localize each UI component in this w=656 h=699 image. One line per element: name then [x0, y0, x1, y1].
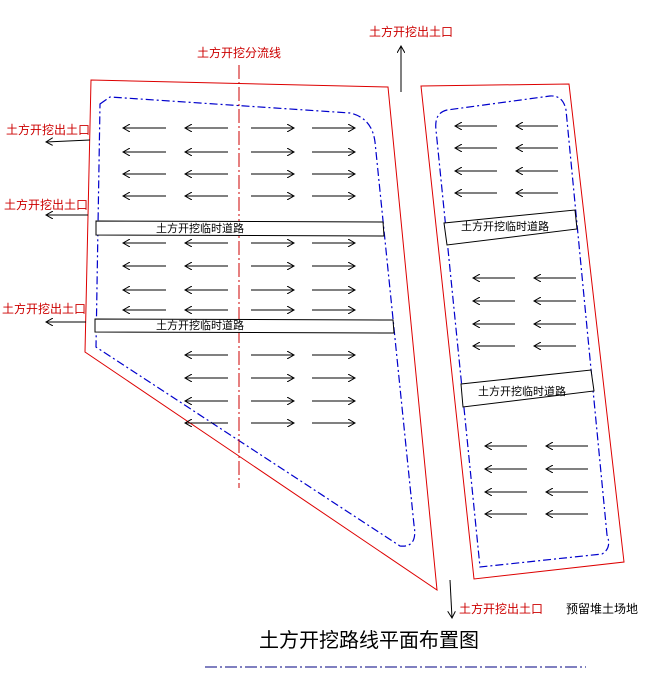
page-title: 土方开挖路线平面布置图 [259, 628, 479, 652]
right-road-2-label: 土方开挖临时道路 [478, 384, 566, 398]
left-road-2 [94, 318, 395, 334]
right-road-1-label: 土方开挖临时道路 [461, 219, 549, 233]
exit-left-2-label: 土方开挖出土口 [4, 197, 88, 212]
exit-left-3-label: 土方开挖出土口 [2, 301, 86, 316]
stockpile-label: 预留堆土场地 [566, 602, 638, 616]
right-excavation-line [435, 95, 610, 568]
exit-left-1-label: 土方开挖出土口 [6, 122, 90, 137]
split-line-label: 土方开挖分流线 [197, 45, 281, 60]
exit-top-label: 土方开挖出土口 [369, 24, 453, 39]
left-road-1 [95, 220, 385, 237]
left-site-boundary [84, 79, 438, 592]
right-arrows [455, 126, 588, 514]
left-arrows [123, 128, 355, 423]
right-road-2 [460, 369, 595, 408]
left-road-1-label: 土方开挖临时道路 [156, 221, 244, 235]
right-site-boundary [420, 83, 625, 580]
right-road-1 [443, 209, 578, 246]
exit-bottom-label: 土方开挖出土口 [459, 601, 543, 616]
exit-arrows [46, 46, 452, 618]
left-road-2-label: 土方开挖临时道路 [156, 318, 244, 332]
